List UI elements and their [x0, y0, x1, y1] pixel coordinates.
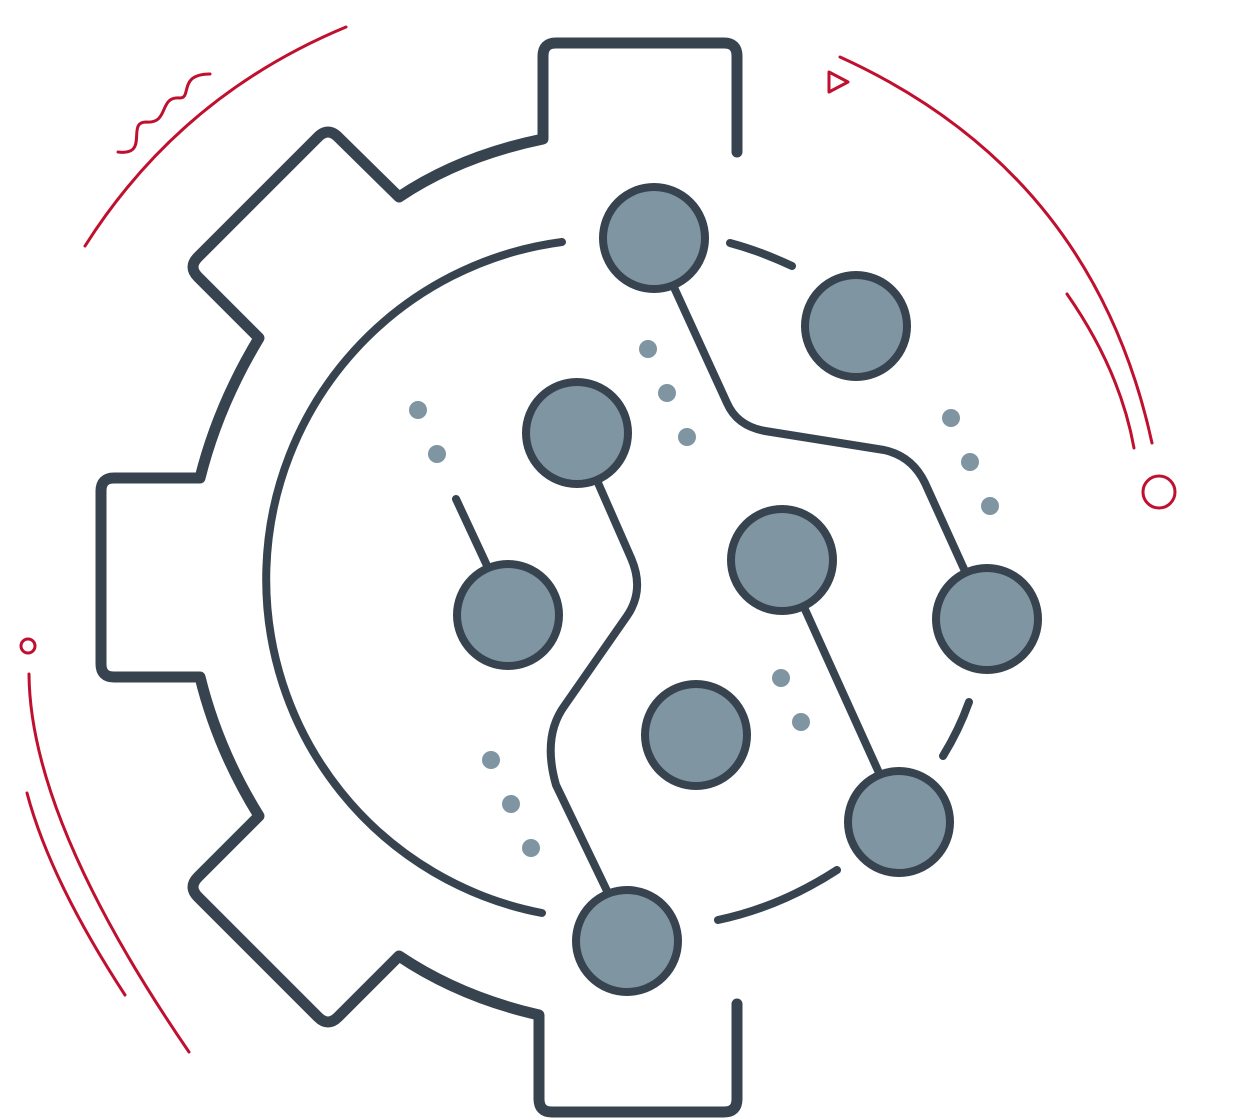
- gear-outline: [95, 37, 743, 1118]
- network-node: [599, 183, 709, 293]
- connection-mid-to-lower-right: [799, 601, 884, 779]
- decorative-accents: [19, 25, 1177, 1054]
- network-dot: [792, 713, 810, 731]
- accent-squiggle-icon: [116, 72, 212, 154]
- connection-left-stub: [452, 495, 494, 576]
- network-node: [572, 886, 682, 996]
- accent-ring-small-icon: [19, 637, 37, 655]
- network-dot: [409, 401, 427, 419]
- network-nodes: [453, 183, 1042, 996]
- network-dot: [678, 428, 696, 446]
- inner-ring-arc-left: [262, 238, 566, 917]
- network-node: [641, 680, 751, 790]
- network-dot: [428, 445, 446, 463]
- inner-ring-arc-right: [939, 698, 973, 760]
- network-dot: [639, 340, 657, 358]
- inner-ring: [262, 238, 973, 924]
- connection-top-to-right: [668, 279, 973, 584]
- inner-ring-arc-top: [726, 239, 796, 270]
- network-dot: [772, 669, 790, 687]
- accent-triangle-icon: [827, 70, 850, 94]
- network-dot: [502, 795, 520, 813]
- network-node: [453, 560, 563, 670]
- accent-arc-top-right-outer: [838, 55, 1154, 445]
- network-dot: [942, 409, 960, 427]
- network-node: [801, 271, 911, 381]
- network-dot: [961, 453, 979, 471]
- network-dot: [658, 384, 676, 402]
- inner-ring-arc-bottom: [714, 866, 841, 924]
- network-dot: [482, 751, 500, 769]
- accent-arc-top-left: [83, 25, 348, 248]
- accent-arc-top-right-inner: [1065, 292, 1136, 450]
- accent-arc-bottom-left-inner: [25, 791, 127, 997]
- network-dots: [409, 340, 999, 857]
- network-dot: [981, 497, 999, 515]
- accent-ring-large-icon: [1141, 474, 1177, 510]
- network-node: [844, 767, 954, 877]
- connection-center-to-bottom: [546, 472, 641, 899]
- network-dot: [522, 839, 540, 857]
- network-node: [522, 378, 632, 488]
- accent-arc-bottom-left-outer: [27, 672, 191, 1054]
- network-connections: [452, 279, 973, 899]
- network-node: [727, 505, 837, 615]
- network-node: [932, 564, 1042, 674]
